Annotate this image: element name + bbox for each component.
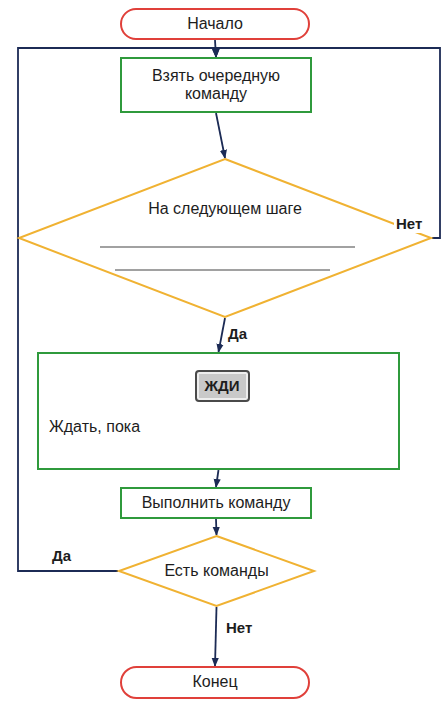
decision-diamond: Есть команды <box>118 535 315 607</box>
edge-label: Да <box>226 326 249 343</box>
flow-arrow <box>215 607 217 666</box>
blank-line <box>115 269 330 270</box>
node-label: На следующем шаге <box>18 200 432 218</box>
command-label: ЖДИ <box>204 377 239 394</box>
wait-box: Ждать, пока ЖДИ <box>37 352 400 470</box>
diamond-shape <box>119 536 314 606</box>
node-label: Начало <box>187 15 243 33</box>
start-terminator: Начало <box>120 8 310 40</box>
end-terminator: Конец <box>120 666 310 699</box>
flow-arrow <box>216 470 219 487</box>
flow-arrow <box>215 519 217 535</box>
flow-arrow <box>216 113 225 158</box>
node-label: Ждать, пока <box>49 418 140 436</box>
wait-command-icon: ЖДИ <box>195 370 250 402</box>
diamond-outline <box>18 158 432 318</box>
diamond-shape <box>19 159 431 317</box>
edge-label: Нет <box>394 216 424 233</box>
edge-label: Да <box>50 548 73 565</box>
node-label: Есть команды <box>164 562 268 580</box>
process-box: Взять очередную команду <box>120 57 312 113</box>
decision-diamond: На следующем шаге <box>18 158 432 318</box>
node-label: Выполнить команду <box>142 494 291 512</box>
process-box: Выполнить команду <box>120 487 312 519</box>
node-label: Конец <box>192 673 237 691</box>
flow-arrow <box>219 318 226 352</box>
edge-label: Нет <box>224 620 254 637</box>
node-label: Взять очередную команду <box>130 67 302 104</box>
blank-line <box>100 246 355 247</box>
